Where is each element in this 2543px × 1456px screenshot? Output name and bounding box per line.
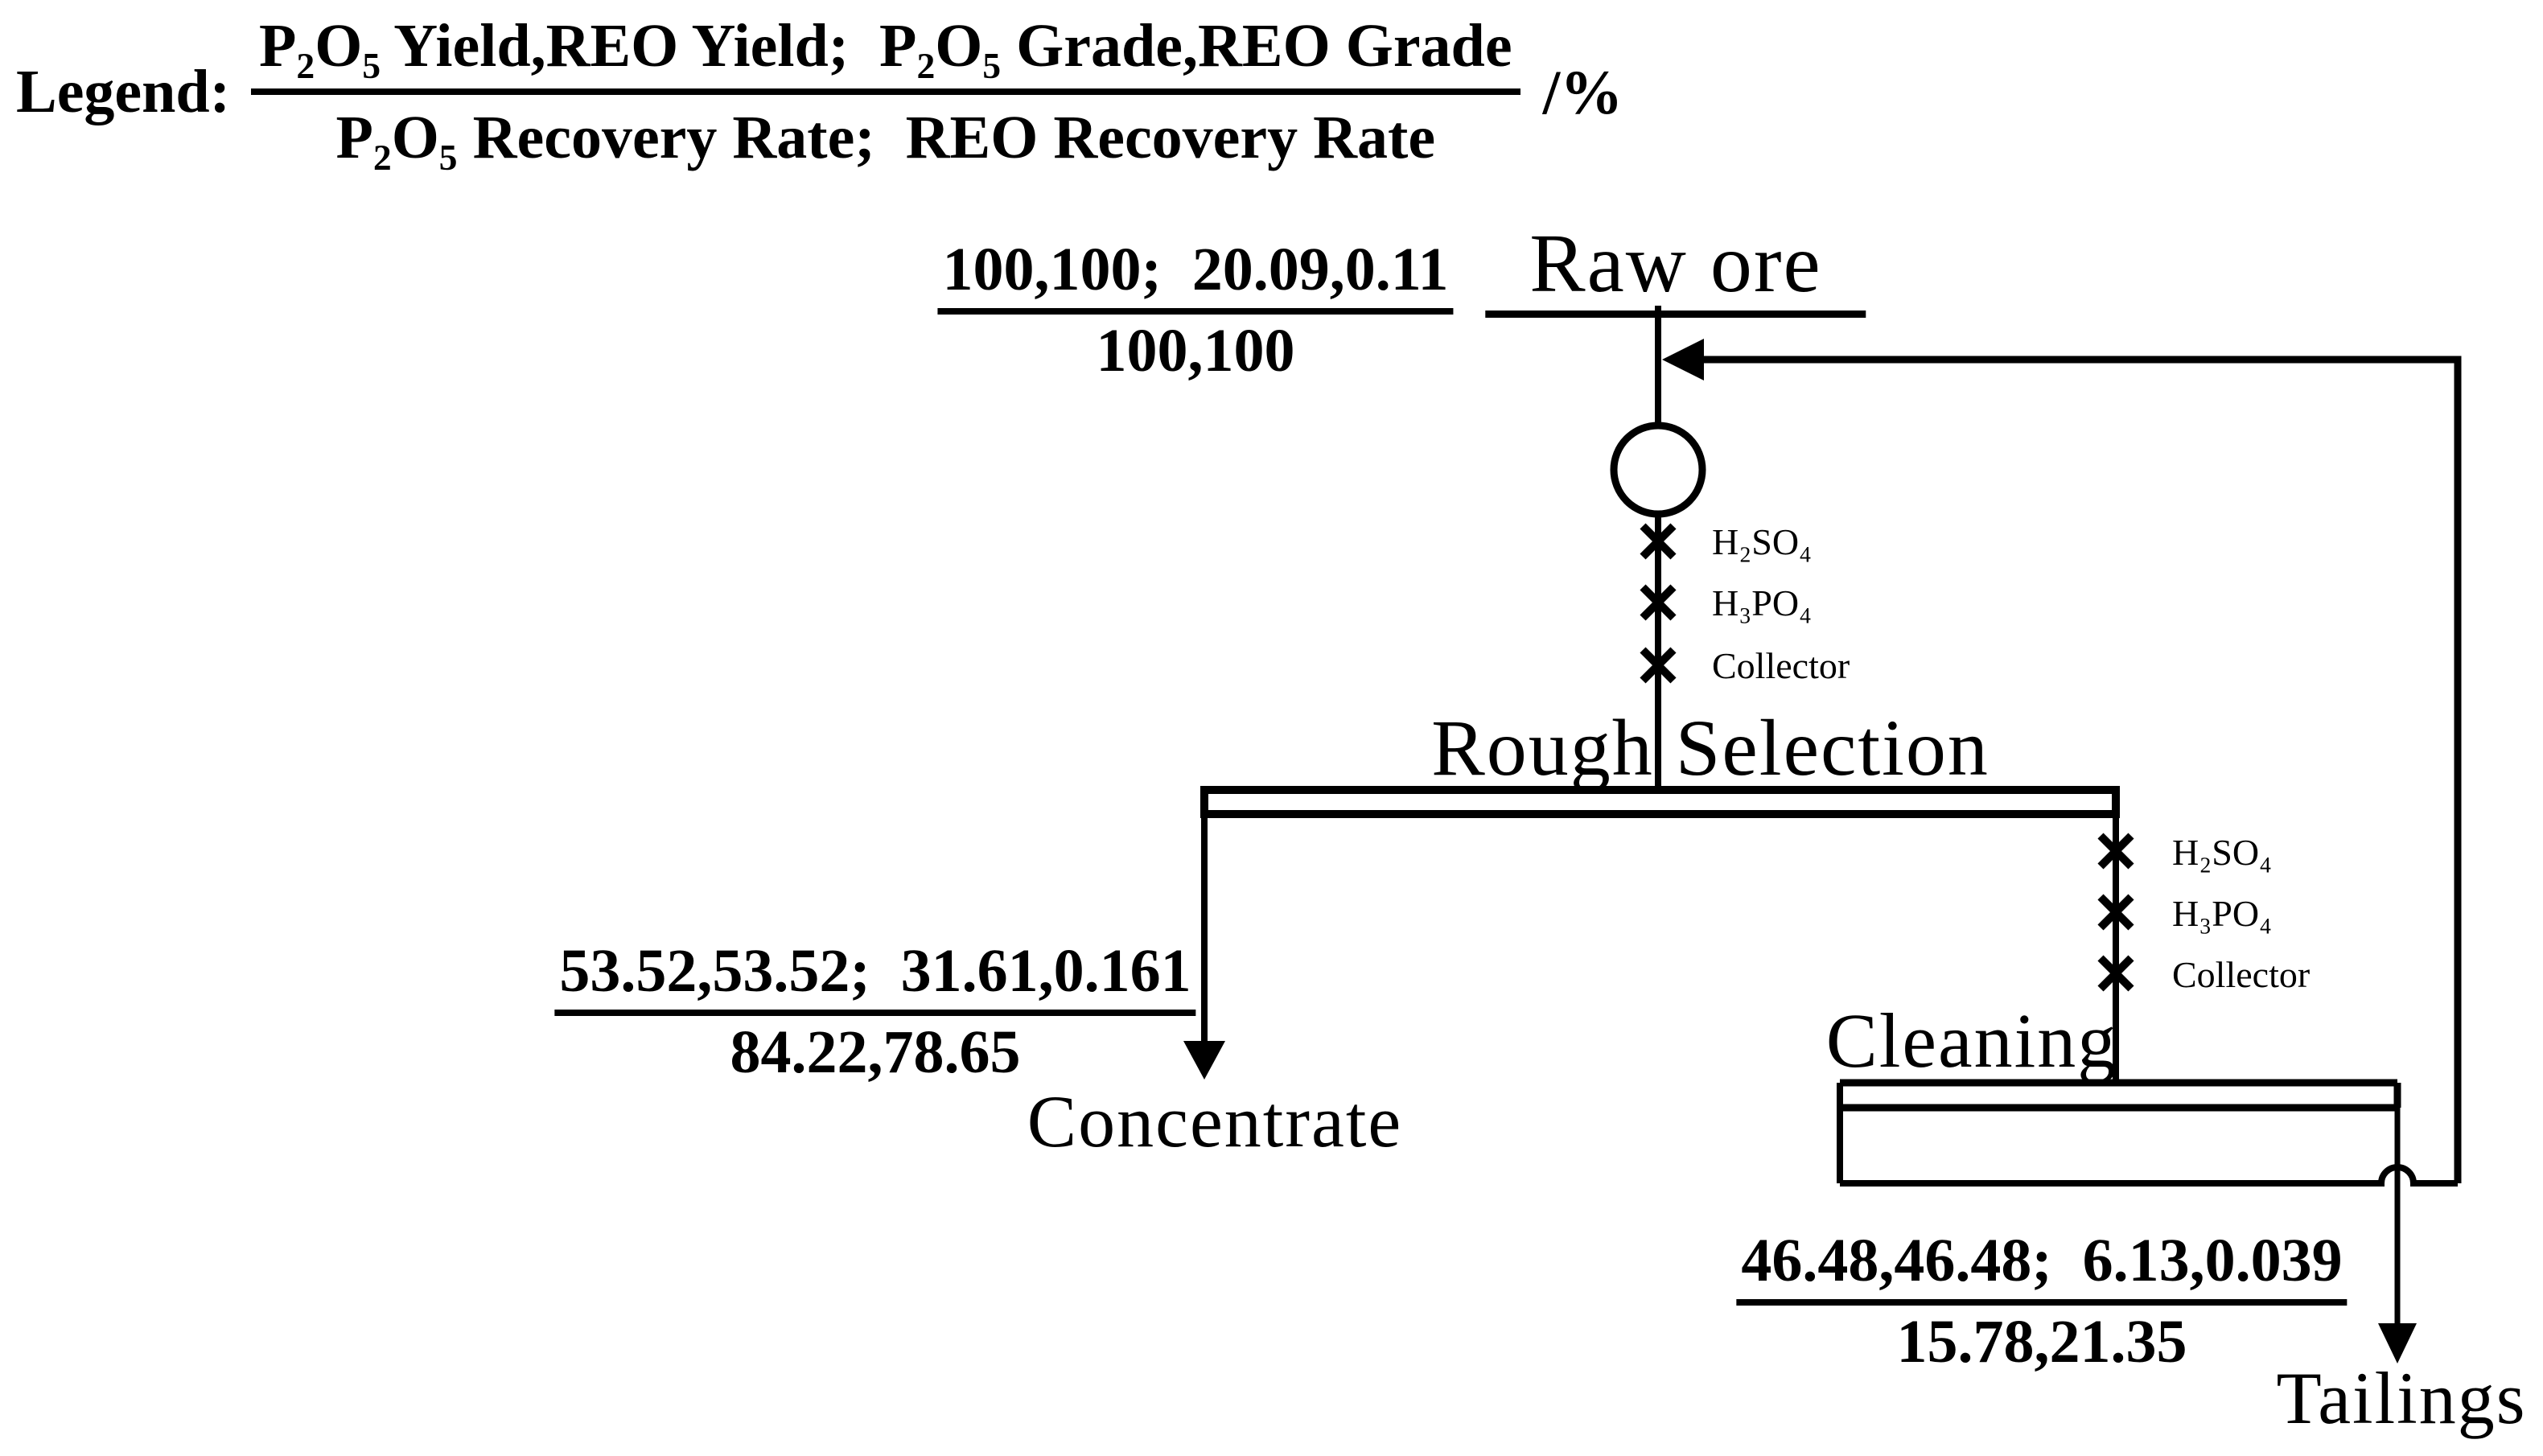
tailings-values-line2: 15.78,21.35	[1896, 1308, 2187, 1376]
cleaning-reagent-label-h3po4: H₃PO₄	[2172, 893, 2273, 934]
concentrate-arrowhead	[1183, 1041, 1225, 1080]
feed-values-line1: 100,100; 20.09,0.11	[937, 237, 1454, 315]
rough-reagent-label-h2so4: H₂SO₄	[1712, 521, 1813, 562]
cleaning-reagent-label-collector: Collector	[2172, 954, 2311, 995]
legend: Legend: P₂O₅ Yield,REO Yield; P₂O₅ Grade…	[16, 12, 1623, 171]
concentrate-values-line2: 84.22,78.65	[730, 1018, 1021, 1087]
rough-reagent-cross-icons	[1640, 523, 1677, 684]
feed-values: 100,100; 20.09,0.11 100,100	[937, 237, 1454, 385]
rough-reagent-label-collector: Collector	[1712, 645, 1850, 686]
cross-icon	[1640, 647, 1677, 684]
cleaning-reagent-cross-icons	[2097, 833, 2134, 992]
concentrate-values-line1: 53.52,53.52; 31.61,0.161	[554, 939, 1196, 1017]
concentrate-label: Concentrate	[1027, 1080, 1403, 1162]
rough-selection-label: Rough Selection	[1431, 703, 1990, 792]
tailings-arrowhead	[2378, 1323, 2417, 1363]
legend-title: Legend:	[16, 58, 230, 126]
cross-icon	[2097, 955, 2134, 992]
rough-reagent-label-h3po4: H₃PO₄	[1712, 582, 1813, 623]
tailings-label: Tailings	[2276, 1357, 2527, 1439]
cleaning-label: Cleaning	[1825, 997, 2118, 1084]
mixer-circle	[1610, 422, 1706, 518]
legend-fraction-denominator: P₂O₅ Recovery Rate; REO Recovery Rate	[335, 103, 1436, 171]
rough-selection-cell	[1200, 786, 2120, 818]
tailings-values-line1: 46.48,46.48; 6.13,0.039	[1736, 1228, 2348, 1306]
cross-icon	[1640, 523, 1677, 560]
feed-values-line2: 100,100	[1096, 317, 1295, 385]
legend-fraction-numerator: P₂O₅ Yield,REO Yield; P₂O₅ Grade,REO Gra…	[251, 12, 1520, 95]
cleaning-cell-bottom-line	[1840, 1164, 2458, 1187]
legend-fraction: P₂O₅ Yield,REO Yield; P₂O₅ Grade,REO Gra…	[251, 12, 1520, 171]
concentrate-values: 53.52,53.52; 31.61,0.161 84.22,78.65	[554, 939, 1196, 1087]
cross-icon	[2097, 894, 2134, 931]
recycle-line	[1681, 356, 2462, 1183]
tailings-values: 46.48,46.48; 6.13,0.039 15.78,21.35	[1736, 1228, 2348, 1376]
cleaning-reagent-label-h2so4: H₂SO₄	[2172, 832, 2273, 873]
recycle-arrowhead	[1662, 339, 1704, 380]
legend-unit: /%	[1542, 56, 1623, 127]
raw-ore-label: Raw ore	[1485, 222, 1866, 318]
cross-icon	[2097, 833, 2134, 870]
cross-icon	[1640, 584, 1677, 621]
